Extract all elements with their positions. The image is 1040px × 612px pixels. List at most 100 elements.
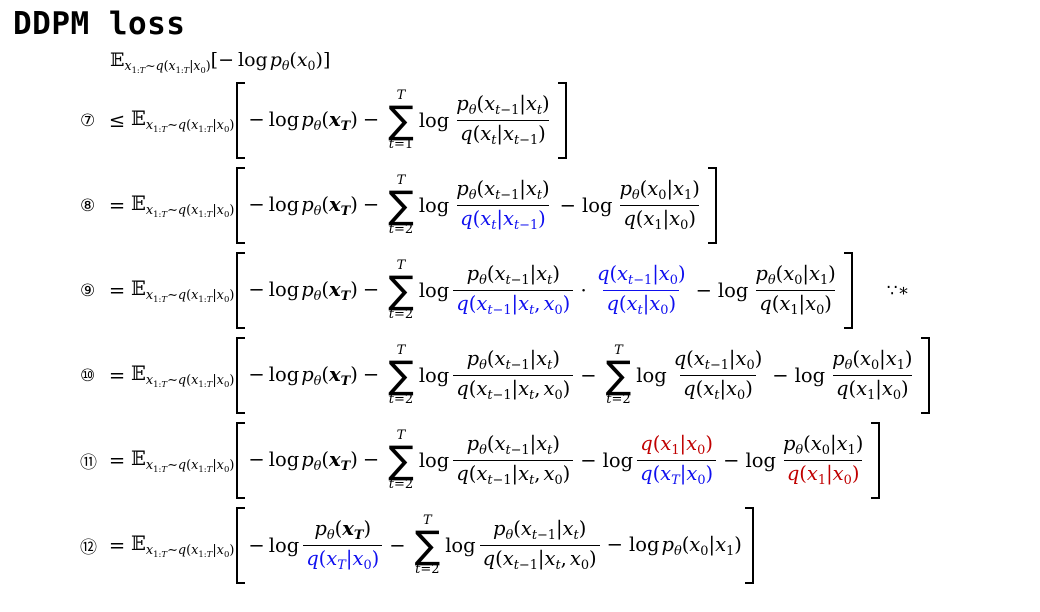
math-group: 𝔼x1:T∼q(x1:T|x0)	[131, 531, 234, 561]
math-run: x	[145, 287, 154, 303]
math-run: q	[456, 292, 469, 315]
math-run: )	[562, 292, 571, 315]
math-group: 𝔼x1:T∼q(x1:T|x0)	[131, 446, 234, 476]
math-ref: pθ(xt−1|xt)	[467, 262, 560, 288]
math-run: −	[248, 107, 265, 131]
math-run: |	[879, 347, 886, 370]
because-note: ∵∗	[886, 280, 910, 301]
numerator: pθ(xt−1|xt)	[453, 177, 552, 205]
subscript: t	[491, 129, 496, 153]
math-ref: q(x1|x0)	[787, 462, 860, 488]
subscript: 0	[224, 203, 229, 228]
subscript: T	[354, 524, 364, 548]
math-run: =1	[394, 137, 414, 153]
subscript: 0	[224, 373, 229, 398]
subscript: θ	[795, 439, 803, 463]
math-run: x	[191, 117, 199, 133]
math-run: x	[689, 532, 701, 556]
subscript: t−1	[505, 439, 529, 463]
math-run: |	[496, 122, 503, 145]
relation-sign: =	[108, 194, 126, 217]
subscript: t−1	[487, 299, 511, 323]
math-run: 𝔼	[131, 531, 146, 555]
math-run: −1	[519, 133, 539, 149]
sum-lower-limit: t=2	[389, 392, 413, 408]
equation-label: ⑨	[80, 280, 96, 301]
math-group: −log	[575, 448, 635, 473]
math-group: q(x1|x0)	[787, 462, 860, 489]
math-run: log	[581, 194, 613, 217]
math-run: )	[904, 347, 913, 370]
math-run: 0	[223, 549, 230, 560]
math-run: ∼	[167, 117, 178, 133]
math-run: x	[191, 202, 199, 218]
math-run: 0	[700, 543, 709, 559]
math-group: log	[444, 533, 477, 558]
fraction: pθ(xt−1|xt)q(xt−1|xt,x0)	[479, 517, 600, 574]
math-group: t=2	[415, 562, 439, 578]
math-run: |	[826, 462, 833, 485]
sum-upper-limit: T	[397, 173, 406, 189]
math-run: T	[206, 124, 213, 135]
math-ref: pθ(xt−1|xt)	[467, 347, 560, 373]
math-ref: −log	[248, 448, 301, 471]
math-run: 𝔼	[131, 361, 146, 385]
math-run: T	[161, 464, 168, 475]
left-bracket	[236, 82, 246, 159]
math-run: (	[495, 547, 503, 570]
math-run: T	[139, 64, 146, 75]
math-run: |	[798, 292, 806, 315]
numerator: pθ(xt−1|xt)	[464, 432, 563, 460]
math-run: 0	[680, 218, 689, 234]
math-run: T	[340, 373, 351, 389]
expectation-term: 𝔼x1:T∼q(x1:T|x0)	[131, 531, 234, 561]
sigma-glyph: ∑	[388, 267, 414, 312]
subscript: 1:T	[198, 203, 212, 228]
math-run: (	[468, 292, 477, 315]
math-run: 1	[896, 358, 905, 374]
left-bracket	[236, 507, 246, 584]
math-run: −	[362, 107, 380, 131]
math-run: 1:	[153, 209, 162, 220]
subscript: t	[491, 214, 496, 238]
subscript: t−1	[514, 214, 538, 238]
subscript: 0	[893, 384, 901, 408]
math-ref: pθ(xt−1|xt)	[493, 517, 586, 543]
math-run: q	[177, 287, 187, 303]
math-run: θ	[313, 118, 322, 134]
math-run: log	[268, 277, 300, 301]
math-run: t	[415, 562, 421, 578]
numerator: q(xt−1|x0)	[671, 347, 766, 375]
math-ref: 𝔼x1:T∼q(x1:T|x0)	[131, 107, 234, 135]
math-run: t	[388, 477, 395, 493]
math-run: 1	[790, 303, 799, 319]
math-run: T	[161, 549, 168, 560]
math-run: q	[177, 202, 187, 218]
math-run: x	[503, 122, 514, 145]
math-run: 0	[554, 388, 563, 404]
math-run: t	[513, 558, 519, 574]
math-run: )	[668, 292, 677, 315]
math-run: T	[396, 342, 406, 358]
math-run: |	[708, 532, 716, 556]
math-run: log	[636, 364, 667, 387]
math-run: T	[206, 464, 213, 475]
math-run: q	[759, 292, 772, 315]
subscript: 1:T	[198, 373, 212, 398]
subscript: θ	[469, 99, 477, 123]
math-run: 1:	[153, 124, 162, 135]
math-run: q	[640, 462, 653, 485]
math-ref: pθ(xt−1|xt)	[467, 432, 560, 458]
math-group: T	[396, 342, 406, 359]
math-run: p	[782, 432, 796, 455]
numerator: pθ(xT)	[311, 517, 374, 545]
denominator: q(x1|x0)	[783, 460, 863, 489]
math-run: 0	[697, 473, 706, 489]
